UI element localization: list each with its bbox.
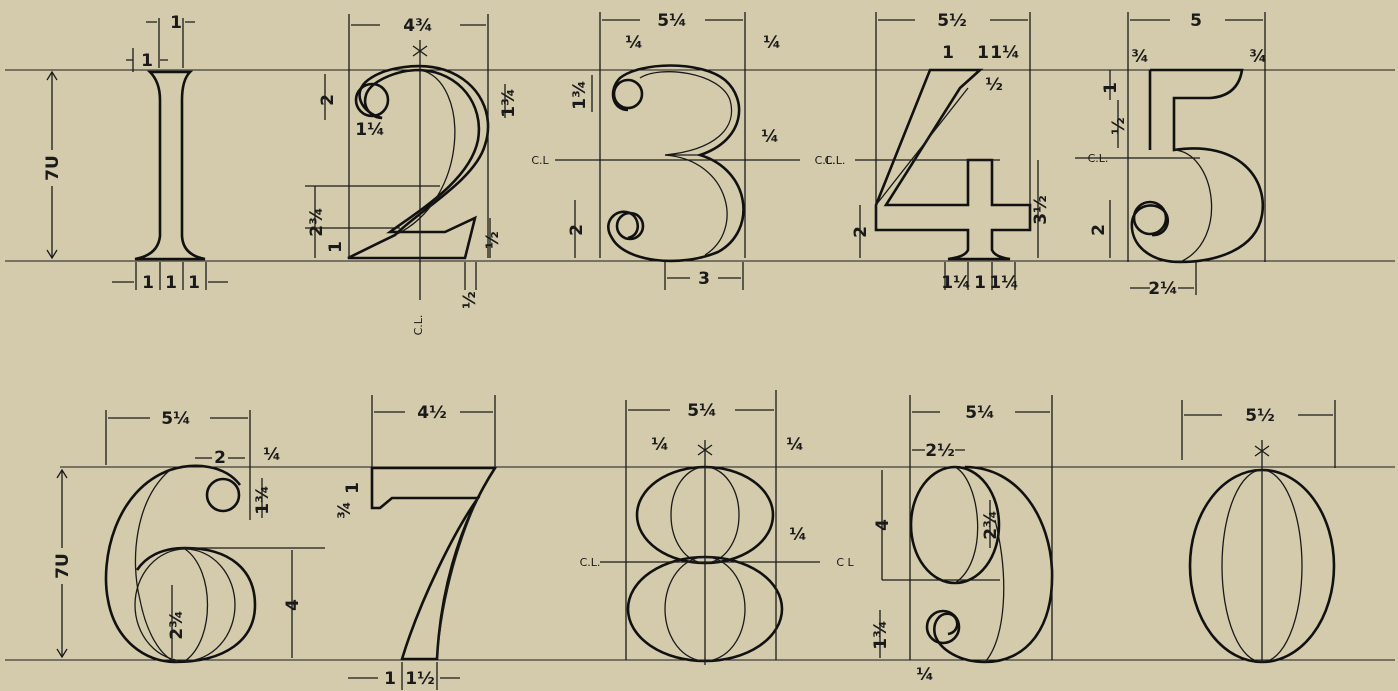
d6-inner-height-dim: 2¾	[167, 610, 187, 639]
d5-left-dim: ¾	[1131, 47, 1149, 67]
d5-centerline-label: C.L.	[1088, 152, 1109, 165]
d4-centerline-label: C.L.	[825, 154, 846, 167]
d2-foot-dim: 1	[326, 241, 346, 253]
d3-right-inset-dim: ¼	[763, 33, 781, 53]
d4-top-c-dim: 1¼	[990, 43, 1019, 63]
d8-left-dim: ¼	[651, 435, 669, 455]
d9-curl-height-dim: 1¾	[871, 620, 891, 649]
d8-offset-dim: ¼	[789, 525, 807, 545]
d7-flag-a-dim: 1	[343, 482, 363, 494]
d2-base-height-dim: 2¾	[307, 207, 327, 236]
d7-bottom-a-dim: 1	[384, 669, 396, 689]
numeral-3: 5¼ ¼ ¼ 1¾ 2 C.L C.L. ¼ 3	[531, 11, 835, 290]
d8-centerline-right: C L	[836, 556, 854, 569]
d4-width-dim: 5½	[937, 11, 966, 31]
d1-bottom-dim-b: 1	[165, 273, 177, 293]
d4-bottom-dim-b: 1	[974, 273, 986, 293]
row2-height-dimension: 7U	[53, 468, 73, 659]
d5-bottom-width-dim: 2¼	[1148, 279, 1177, 299]
d8-right-dim: ¼	[786, 435, 804, 455]
numeral-4: 5½ 1 1 1¼ ½ 2 3½ 1¼ 1 1¼ C.L.	[825, 11, 1051, 293]
d4-left-height-dim: 2	[851, 226, 871, 238]
d5-curl-height-dim: 2	[1089, 224, 1109, 236]
d6-width-dim: 5¼	[161, 409, 190, 429]
d5-stem-height-dim: ½	[1109, 117, 1129, 135]
d7-width-dim: 4½	[417, 403, 446, 423]
d3-curl-top-dim: 1¾	[570, 80, 590, 109]
d3-width-dim: 5¼	[657, 11, 686, 31]
numeral-0: 5½	[1181, 400, 1336, 664]
d7-bottom-b-dim: 1½	[405, 669, 434, 689]
d3-left-inset-dim: ¼	[625, 33, 643, 53]
d3-curl-bottom-dim: 2	[567, 224, 587, 236]
numeral-7: 4½ 1 ¾ 1 1½	[335, 395, 498, 690]
numeral-1: 1 1 1 1 1	[112, 13, 228, 293]
d2-centerline-label: C.L.	[412, 315, 425, 336]
d5-width-dim: 5	[1190, 11, 1202, 31]
numeral-5: 5 ¾ ¾ 1 ½ 2 C.L. 2¼	[1075, 11, 1267, 299]
d2-curl-height-dim: 2	[318, 94, 338, 106]
d4-top-a-dim: 1	[942, 43, 954, 63]
d4-right-height-dim: 3½	[1031, 195, 1051, 224]
d8-centerline-left: C.L.	[580, 556, 601, 569]
d8-width-dim: 5¼	[687, 401, 716, 421]
d0-width-dim: 5½	[1245, 406, 1274, 426]
d5-flag-height-dim: 1	[1101, 82, 1121, 94]
d1-top-dim: 1	[170, 13, 182, 33]
d9-inner-height-dim: 2¾	[981, 510, 1001, 539]
numeral-9: 5¼ 2½ 4 2¾ 1¾ ¼	[871, 395, 1054, 685]
d2-tail-height-dim: ½	[483, 231, 503, 249]
d2-tail-width-dim: ½	[460, 291, 480, 309]
numeral-6: 5¼ 2 ¼ 1¾ 4 2¾	[104, 409, 325, 664]
d9-width-dim: 5¼	[965, 403, 994, 423]
d3-centerline-right: C.L.	[815, 154, 836, 167]
d6-curl-width-dim: 2	[214, 448, 226, 468]
d6-curl-height-dim: 1¾	[253, 485, 273, 514]
d2-width-dim: 4¾	[403, 16, 432, 36]
d6-lower-height-dim: 4	[283, 599, 303, 611]
d4-bottom-dim-c: 1¼	[989, 273, 1018, 293]
d7-flag-b-dim: ¾	[335, 501, 355, 519]
d2-curl-width-dim: 1¼	[355, 120, 384, 140]
d4-bottom-dim-a: 1¼	[941, 273, 970, 293]
row1-height-label: 7U	[43, 155, 63, 181]
d9-inset-dim: ¼	[916, 665, 934, 685]
row2-height-label: 7U	[53, 553, 73, 579]
d5-right-dim: ¾	[1249, 47, 1267, 67]
d1-bottom-dim-a: 1	[142, 273, 154, 293]
d3-bottom-width-dim: 3	[698, 269, 710, 289]
d9-top-width-dim: 2½	[925, 441, 954, 461]
d2-curl-right-dim: 1¾	[499, 88, 519, 117]
d9-upper-height-dim: 4	[873, 519, 893, 531]
d3-offset-dim: ¼	[761, 127, 779, 147]
d4-notch-dim: ½	[985, 75, 1003, 95]
row1-height-dimension: 7U	[43, 70, 63, 260]
d1-bottom-dim-c: 1	[188, 273, 200, 293]
numeral-2: 4¾ 2 2¾ 1 1¼ 1¾ ½ ½ C.L.	[305, 14, 519, 335]
d3-centerline-left: C.L	[531, 154, 549, 167]
numeral-8: 5¼ ¼ ¼ C.L. C L ¼	[580, 390, 855, 665]
d4-top-b-dim: 1	[977, 43, 989, 63]
d1-top-left-dim: 1	[141, 51, 153, 71]
d6-inset-dim: ¼	[263, 445, 281, 465]
